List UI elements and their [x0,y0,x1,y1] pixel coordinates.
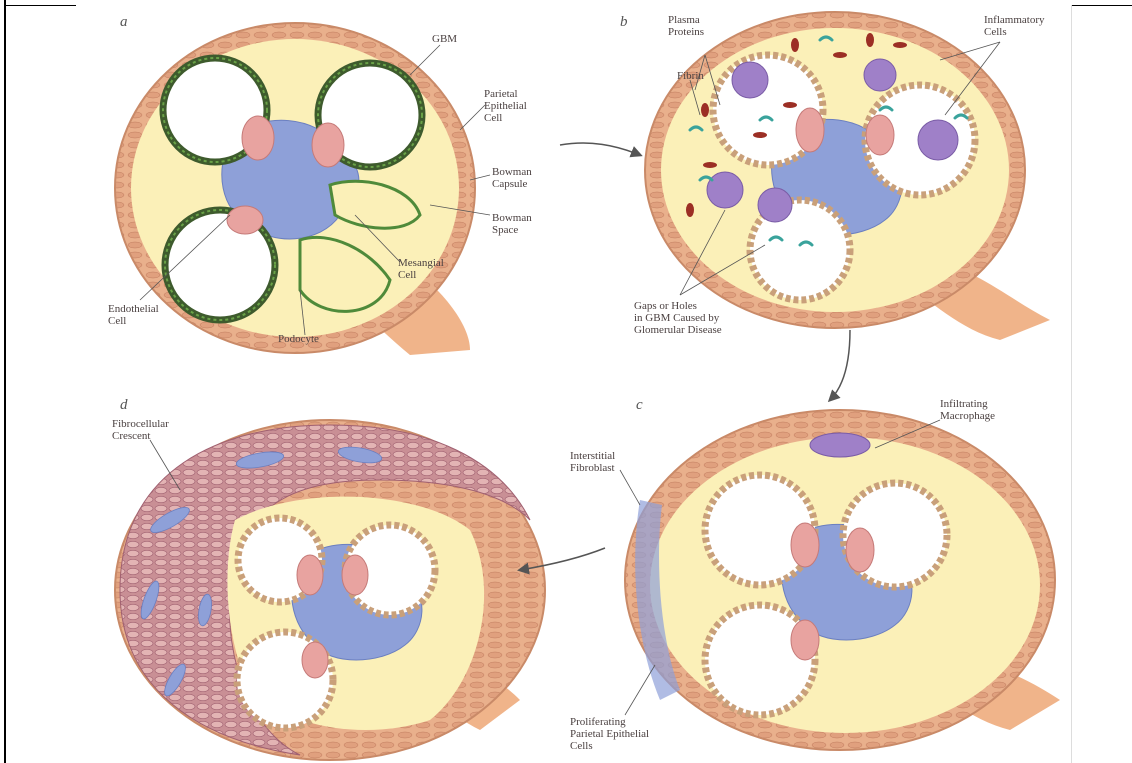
label-proliferating-cells-3: Cells [570,740,593,752]
label-infiltrating-macrophage-1: Infiltrating [940,398,988,410]
panel-letter-d: d [120,397,128,414]
panel-a [115,23,475,355]
label-gbm: GBM [432,33,457,45]
label-infiltrating-macrophage-2: Macrophage [940,410,995,422]
inflammatory-cell [732,62,768,98]
label-bowman-space-2: Space [492,224,518,236]
label-bowman-capsule-1: Bowman [492,166,532,178]
arrow-a-to-b [560,143,640,155]
label-gaps-2: in GBM Caused by [634,312,719,324]
panel-d [115,420,545,760]
panel-letter-c: c [636,397,643,414]
label-parietal-epithelial-cell-2: Epithelial [484,100,527,112]
label-fibrocellular-crescent-2: Crescent [112,430,150,442]
label-interstitial-fibroblast-1: Interstitial [570,450,615,462]
label-podocyte: Podocyte [278,333,319,345]
label-plasma-proteins-2: Proteins [668,26,704,38]
panel-letter-b: b [620,14,628,31]
arrow-b-to-c [830,330,850,400]
panel-b [645,12,1050,340]
inflammatory-cell [918,120,958,160]
label-endothelial-cell-1: Endothelial [108,303,159,315]
label-plasma-proteins-1: Plasma [668,14,700,26]
label-endothelial-cell-2: Cell [108,315,126,327]
inflammatory-cell [707,172,743,208]
label-gaps-3: Glomerular Disease [634,324,722,336]
capillary-loop [705,605,815,715]
panel-c-macrophage [810,433,870,457]
label-fibrocellular-crescent-1: Fibrocellular [112,418,169,430]
label-mesangial-cell-1: Mesangial [398,257,444,269]
label-interstitial-fibroblast-2: Fibroblast [570,462,615,474]
label-gaps-1: Gaps or Holes [634,300,697,312]
label-parietal-epithelial-cell-1: Parietal [484,88,518,100]
label-parietal-epithelial-cell-3: Cell [484,112,502,124]
label-fibrin: Fibrin [677,70,704,82]
label-inflammatory-cells-2: Cells [984,26,1007,38]
label-proliferating-cells-2: Parietal Epithelial [570,728,649,740]
label-bowman-space-1: Bowman [492,212,532,224]
label-proliferating-cells-1: Proliferating [570,716,626,728]
label-mesangial-cell-2: Cell [398,269,416,281]
inflammatory-cell [758,188,792,222]
inflammatory-cell [864,59,896,91]
panel-letter-a: a [120,14,128,31]
label-inflammatory-cells-1: Inflammatory [984,14,1044,26]
panel-c [625,410,1060,750]
label-bowman-capsule-2: Capsule [492,178,527,190]
